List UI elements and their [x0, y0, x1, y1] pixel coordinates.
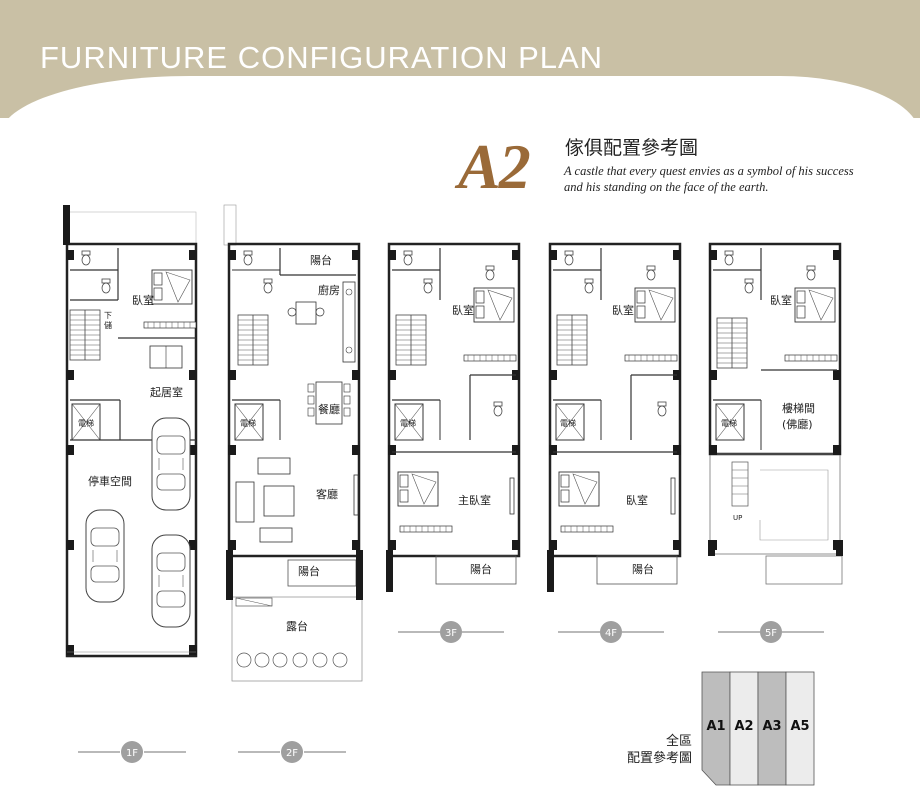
site-legend: A1 A2 A3 A5 — [701, 671, 815, 786]
room-label: 臥室 — [626, 493, 648, 507]
floor-badge-3f — [440, 621, 462, 643]
room-label: 陽台 — [310, 253, 332, 267]
unit-tagline-line-1: A castle that every quest envies as a sy… — [564, 164, 854, 178]
room-label: 臥室 — [770, 293, 792, 307]
site-unit-label: A3 — [762, 719, 781, 734]
room-label: (佛廳) — [782, 417, 813, 431]
room-label: 廚房 — [318, 283, 340, 297]
floor-badge-4f — [600, 621, 622, 643]
room-label: 起居室 — [150, 385, 183, 399]
floor-badge-label: 4F — [605, 628, 617, 639]
room-label: 停車空間 — [88, 474, 132, 488]
room-label: 臥室 — [452, 303, 474, 317]
room-label: 電梯 — [721, 418, 737, 428]
room-label: 陽台 — [470, 562, 492, 576]
room-label: 臥室 — [132, 293, 154, 307]
page-title: FURNITURE CONFIGURATION PLAN — [40, 40, 604, 75]
unit-code: A2 — [458, 131, 531, 202]
room-label: 陽台 — [632, 562, 654, 576]
floor-badge-label: 1F — [126, 748, 138, 759]
room-label: 主臥室 — [458, 493, 491, 507]
floor-badge-label: 5F — [765, 628, 777, 639]
room-label: 樓梯間 — [782, 401, 815, 415]
room-label: 陽台 — [298, 564, 320, 578]
room-label: UP — [733, 514, 742, 522]
room-label: 電梯 — [400, 418, 416, 428]
site-legend-caption: 全區 配置參考圖 — [600, 733, 692, 767]
room-label: 電梯 — [560, 418, 576, 428]
unit-title: 傢俱配置參考圖 — [565, 137, 699, 159]
floor-plan-3f — [386, 242, 521, 633]
room-label: 臥室 — [612, 303, 634, 317]
room-label: 電梯 — [78, 418, 94, 428]
room-label: 下 — [104, 311, 112, 320]
floor-badge-5f — [760, 621, 782, 643]
floor-badge-2f — [281, 741, 303, 763]
floor-plan-4f — [547, 242, 682, 633]
room-label: 客廳 — [316, 487, 338, 501]
floor-badge-label: 3F — [445, 628, 457, 639]
site-unit-label: A1 — [706, 719, 725, 734]
floor-badge-label: 2F — [286, 748, 298, 759]
unit-tagline: A castle that every quest envies as a sy… — [564, 163, 894, 195]
unit-tagline-line-2: and his standing on the face of the eart… — [564, 180, 769, 194]
site-legend-caption-line-1: 全區 — [665, 734, 692, 749]
room-label: 露台 — [286, 619, 308, 633]
floor-plan-5f — [708, 242, 843, 633]
room-label: 餐廳 — [318, 402, 340, 416]
room-label: 儲 — [104, 320, 112, 330]
floor-plan-2f — [223, 204, 363, 682]
site-legend-caption-line-2: 配置參考圖 — [626, 751, 692, 766]
floor-plan-1f — [63, 205, 198, 658]
site-unit-label: A2 — [734, 719, 753, 734]
room-label: 電梯 — [240, 418, 256, 428]
floor-badge-1f — [121, 741, 143, 763]
site-unit-label: A5 — [790, 719, 809, 734]
